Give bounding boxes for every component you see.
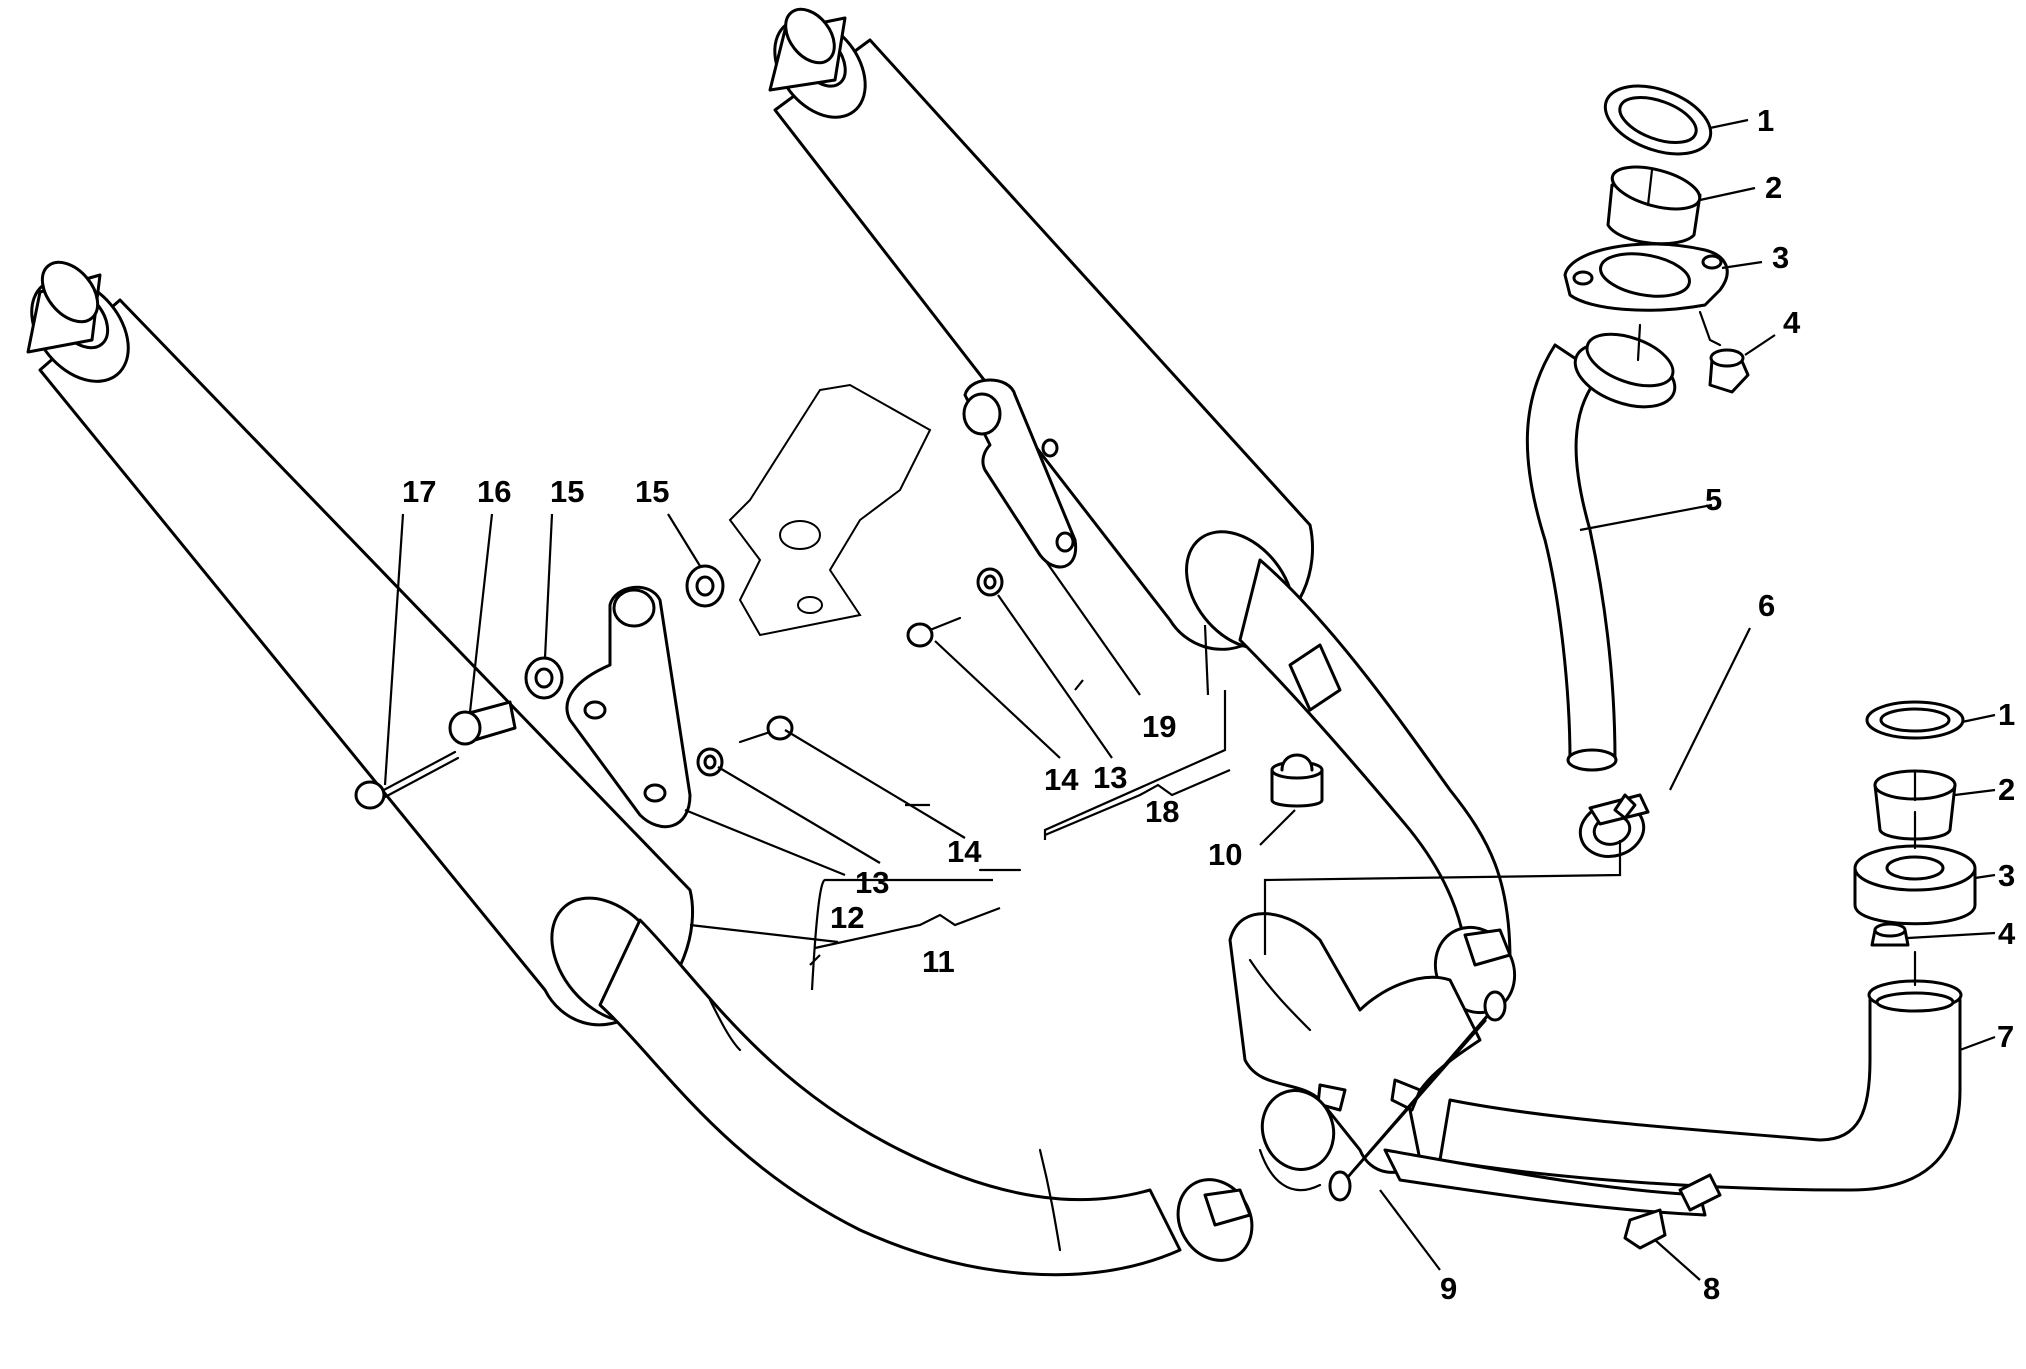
- callout-15-grommet-b: 15: [550, 474, 584, 509]
- left-bracket: [565, 585, 692, 829]
- clamp: [1578, 793, 1650, 858]
- rear-flange: [1853, 844, 1977, 926]
- callout-3-front-flange: 3: [1772, 240, 1789, 275]
- callout-1-front-gasket: 1: [1757, 103, 1774, 138]
- callout-13-washer-b: 13: [1093, 760, 1127, 795]
- callout-2-front-collet: 2: [1765, 170, 1782, 205]
- front-flange-nut: [1708, 348, 1750, 394]
- rubber-grommet-a: [685, 564, 725, 608]
- callout-9-spring: 9: [1440, 1271, 1457, 1306]
- callout-14-screw-a: 14: [947, 834, 982, 869]
- callout-3-rear-flange: 3: [1998, 858, 2015, 893]
- callout-12-bracket: 12: [830, 900, 864, 935]
- mounting-screw-long: [354, 750, 460, 810]
- leader-lines: [383, 118, 1996, 1281]
- washer-a: [696, 747, 724, 777]
- callout-16-spacer: 16: [477, 474, 511, 509]
- callout-10-rubber-bush: 10: [1208, 837, 1242, 872]
- callout-14-screw-b: 14: [1044, 762, 1079, 797]
- callout-4-front-nut: 4: [1783, 305, 1801, 340]
- rubber-grommet-b: [524, 656, 564, 700]
- right-bracket: [962, 378, 1078, 569]
- screw-a: [738, 715, 794, 744]
- callout-4-rear-nut: 4: [1998, 916, 2016, 951]
- callout-8-bolt: 8: [1703, 1271, 1720, 1306]
- callout-17-screw-long: 17: [402, 474, 436, 509]
- left-silencer: [26, 260, 695, 1027]
- rear-header-assembly: [1383, 979, 1963, 1217]
- callout-13-washer-a: 13: [855, 865, 889, 900]
- left-header-pipe: [598, 918, 1254, 1277]
- bracket-assembly-brace-18: [1044, 768, 1231, 837]
- rubber-bush: [1270, 753, 1324, 808]
- spacer-sleeve: [448, 700, 517, 746]
- right-silencer: [768, 7, 1315, 651]
- front-gasket-ring: [1603, 84, 1713, 156]
- tension-spring: [1328, 990, 1507, 1202]
- callout-7-rear-pipe: 7: [1997, 1019, 2014, 1054]
- washer-b: [976, 567, 1004, 597]
- rear-gasket-ring: [1865, 700, 1965, 740]
- front-collet: [1606, 165, 1702, 246]
- screw-b: [906, 616, 962, 648]
- callout-15-grommet-a: 15: [635, 474, 669, 509]
- callout-labels: 1 2 3 4 5 6 1 2 3 4 7 8 9 10 11 12 13 14…: [402, 103, 2016, 1306]
- frame-bracket-ghost: [728, 383, 932, 637]
- callout-2-rear-collet: 2: [1998, 772, 2015, 807]
- front-flange: [1563, 242, 1729, 312]
- callout-19-bracket: 19: [1142, 709, 1176, 744]
- rear-flange-nut: [1870, 922, 1910, 947]
- callout-11-bracket-assembly: 11: [922, 944, 955, 979]
- callout-18-bracket-assembly: 18: [1145, 794, 1179, 829]
- callout-5-front-pipe: 5: [1705, 482, 1722, 517]
- callout-6-clamp: 6: [1758, 588, 1775, 623]
- callout-1-rear-gasket: 1: [1998, 697, 2015, 732]
- collector-bolt: [1623, 1173, 1722, 1250]
- front-header-pipe: [1525, 323, 1677, 772]
- bracket-assembly-brace-11: [814, 906, 1001, 950]
